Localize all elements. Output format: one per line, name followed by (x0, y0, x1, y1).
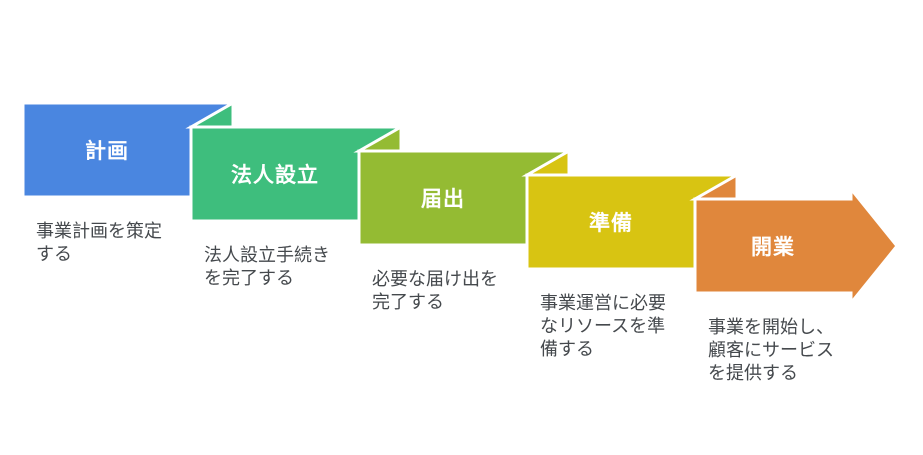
step-5-arrow-box (693, 184, 899, 308)
step-1-description: 事業計画を策定 する (36, 221, 162, 264)
step-4-description: 事業運営に必要 なリソースを準 備する (540, 293, 666, 359)
step-2-description: 法人設立手続き を完了する (204, 245, 330, 288)
step-3-description: 必要な届け出を 完了する (372, 269, 498, 312)
step-5-description: 事業を開始し、 顧客にサービス を提供する (708, 317, 834, 383)
